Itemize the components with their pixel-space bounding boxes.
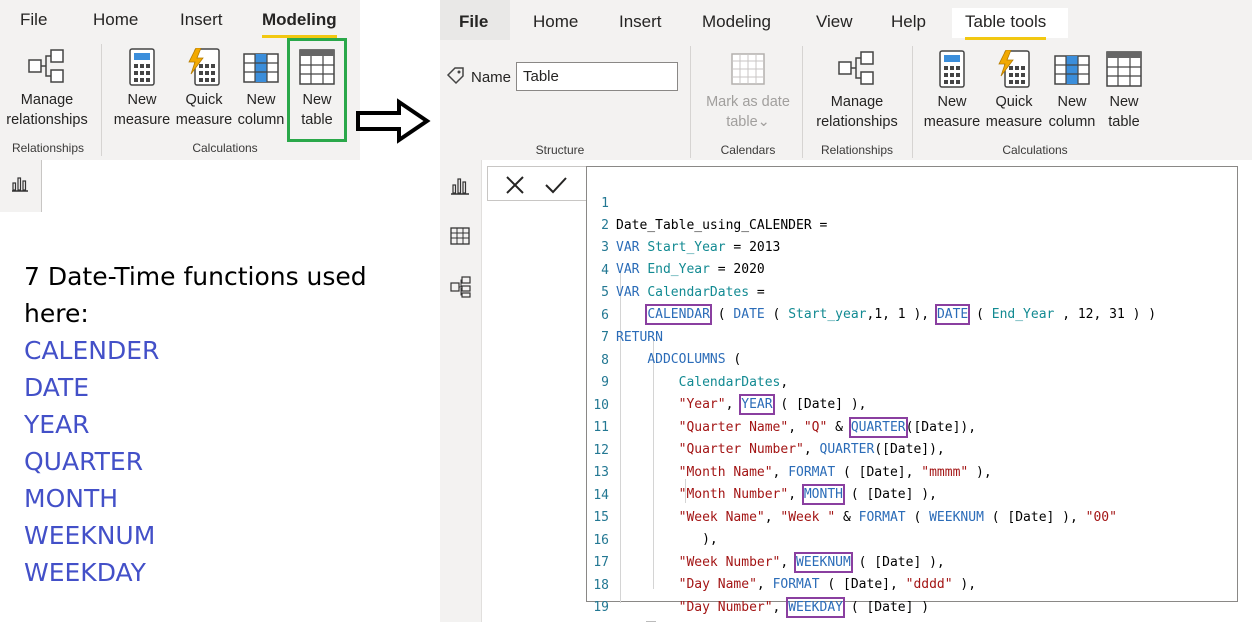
tab-file[interactable]: File [459, 12, 489, 31]
list-item: DATE [24, 373, 90, 402]
list-item: CALENDER [24, 336, 160, 365]
code-line: 4 VAR CalendarDates = [601, 263, 765, 300]
code-line: 2 VAR Start_Year = 2013 [601, 218, 781, 255]
code-line: 14 "Week Name", "Week " & FORMAT ( WEEKN… [593, 488, 1117, 525]
code-line: 17 "Day Name", FORMAT ( [Date], "dddd" )… [593, 555, 977, 592]
group-relationships: Relationships [820, 143, 894, 157]
relationships-icon [28, 49, 64, 83]
calculator-icon [129, 48, 155, 86]
table-icon [1106, 51, 1142, 87]
new-column-button[interactable]: New column [1046, 50, 1098, 132]
name-label: Name [471, 69, 512, 86]
code-line: 10 "Quarter Name", "Q" & QUARTER([Date])… [593, 398, 977, 438]
code-line: 11 "Quarter Number", QUARTER([Date]), [593, 420, 945, 457]
tab-help[interactable]: Help [891, 12, 926, 31]
group-calendars: Calendars [720, 143, 776, 157]
tab-modeling[interactable]: Modeling [262, 10, 337, 38]
commit-check-icon[interactable] [544, 175, 568, 195]
new-table-button[interactable]: New table [290, 48, 344, 130]
divider [690, 46, 691, 158]
list-item: MONTH [24, 484, 119, 513]
new-table-highlight-box [287, 38, 347, 142]
highlight-month: MONTH [801, 484, 846, 505]
tab-home[interactable]: Home [533, 12, 579, 31]
tab-insert[interactable]: Insert [180, 10, 223, 29]
table-icon [299, 49, 335, 85]
column-icon [1054, 55, 1090, 85]
column-icon [243, 53, 279, 83]
calculator-icon [939, 50, 965, 88]
manage-relationships-button[interactable]: Manage relationships [812, 50, 902, 132]
quick-measure-button[interactable]: Quick measure [982, 50, 1046, 132]
new-measure-button[interactable]: New measure [112, 48, 172, 130]
quick-measure-button[interactable]: Quick measure [172, 48, 236, 130]
tab-view[interactable]: View [816, 12, 853, 31]
formula-commit-bar [487, 166, 587, 201]
list-item: YEAR [24, 410, 90, 439]
divider [101, 44, 102, 156]
quick-calculator-icon [188, 48, 220, 86]
functions-heading: 7 Date-Time functions used here: [24, 262, 367, 328]
left-nav-pane [0, 160, 42, 212]
code-line: 15 ), [593, 510, 718, 547]
code-line: 7 ADDCOLUMNS ( [601, 330, 742, 367]
new-table-button[interactable]: New table [1098, 50, 1150, 132]
list-item: QUARTER [24, 447, 144, 476]
model-view-icon[interactable] [449, 276, 471, 298]
group-structure: Structure [535, 143, 585, 157]
group-calculations: Calculations [192, 141, 258, 155]
code-line: 1 Date_Table_using_CALENDER = [601, 196, 828, 233]
highlight-year: YEAR [739, 394, 775, 415]
relationships-icon [838, 51, 874, 85]
arrow-right-icon [356, 98, 431, 144]
code-line: 9 "Year", YEAR ( [Date] ), [601, 375, 867, 415]
tab-home[interactable]: Home [93, 10, 139, 29]
code-line: 6 RETURN [601, 308, 663, 345]
highlight-date: DATE [934, 304, 971, 325]
report-view-icon[interactable] [10, 175, 30, 193]
highlight-quarter: QUARTER [848, 417, 908, 438]
report-view-icon[interactable] [449, 176, 471, 196]
group-calculations: Calculations [1002, 143, 1068, 157]
quick-calculator-icon [998, 50, 1030, 88]
highlight-calendar: CALENDAR [645, 304, 712, 325]
table-name-input[interactable]: Table [516, 62, 678, 91]
dax-formula-editor[interactable]: 1 Date_Table_using_CALENDER = 2 VAR Star… [586, 166, 1238, 622]
new-column-button[interactable]: New column [236, 48, 286, 130]
functions-list: CALENDER DATE YEAR QUARTER MONTH WEEKNUM… [24, 332, 159, 591]
highlight-weekday: WEEKDAY [786, 597, 845, 618]
divider [912, 46, 913, 158]
tab-table-tools[interactable]: Table tools [965, 12, 1047, 40]
list-item: WEEKNUM [24, 521, 156, 550]
tab-insert[interactable]: Insert [619, 12, 662, 31]
highlight-weeknum: WEEKNUM [794, 552, 853, 573]
code-line: 16 "Week Number", WEEKNUM ( [Date] ), [593, 533, 945, 573]
code-line: 3 VAR End_Year = 2020 [601, 240, 765, 277]
group-relationships: Relationships [11, 141, 85, 155]
tag-icon [446, 67, 464, 85]
data-view-icon[interactable] [449, 226, 471, 246]
tab-modeling[interactable]: Modeling [702, 12, 771, 31]
code-line: 12 "Month Name", FORMAT ( [Date], "mmmm"… [593, 443, 992, 480]
code-line: 8 CalendarDates, [601, 353, 789, 390]
calendar-icon [731, 53, 765, 85]
code-line: 19 ) [593, 600, 657, 622]
manage-relationships-button[interactable]: Manage relationships [2, 48, 92, 130]
cancel-icon[interactable] [505, 175, 525, 195]
code-line: 18 "Day Number", WEEKDAY ( [Date] ) [593, 578, 930, 618]
chevron-down-icon: ⌄ [757, 114, 770, 130]
ribbon-main: File Home Insert Modeling View Help Tabl… [440, 0, 1252, 160]
tab-file[interactable]: File [20, 10, 48, 29]
code-line: 13 "Month Number", MONTH ( [Date] ), [593, 465, 937, 505]
mark-as-date-table-button[interactable]: Mark as date table⌄ [698, 50, 798, 132]
ribbon-small: File Home Insert Modeling Manage relatio… [0, 0, 360, 160]
code-line: 5 CALENDAR ( DATE ( Start_year,1, 1 ), D… [601, 285, 1157, 325]
view-nav-pane [440, 160, 482, 622]
list-item: WEEKDAY [24, 558, 146, 587]
new-measure-button[interactable]: New measure [922, 50, 982, 132]
divider [802, 46, 803, 158]
